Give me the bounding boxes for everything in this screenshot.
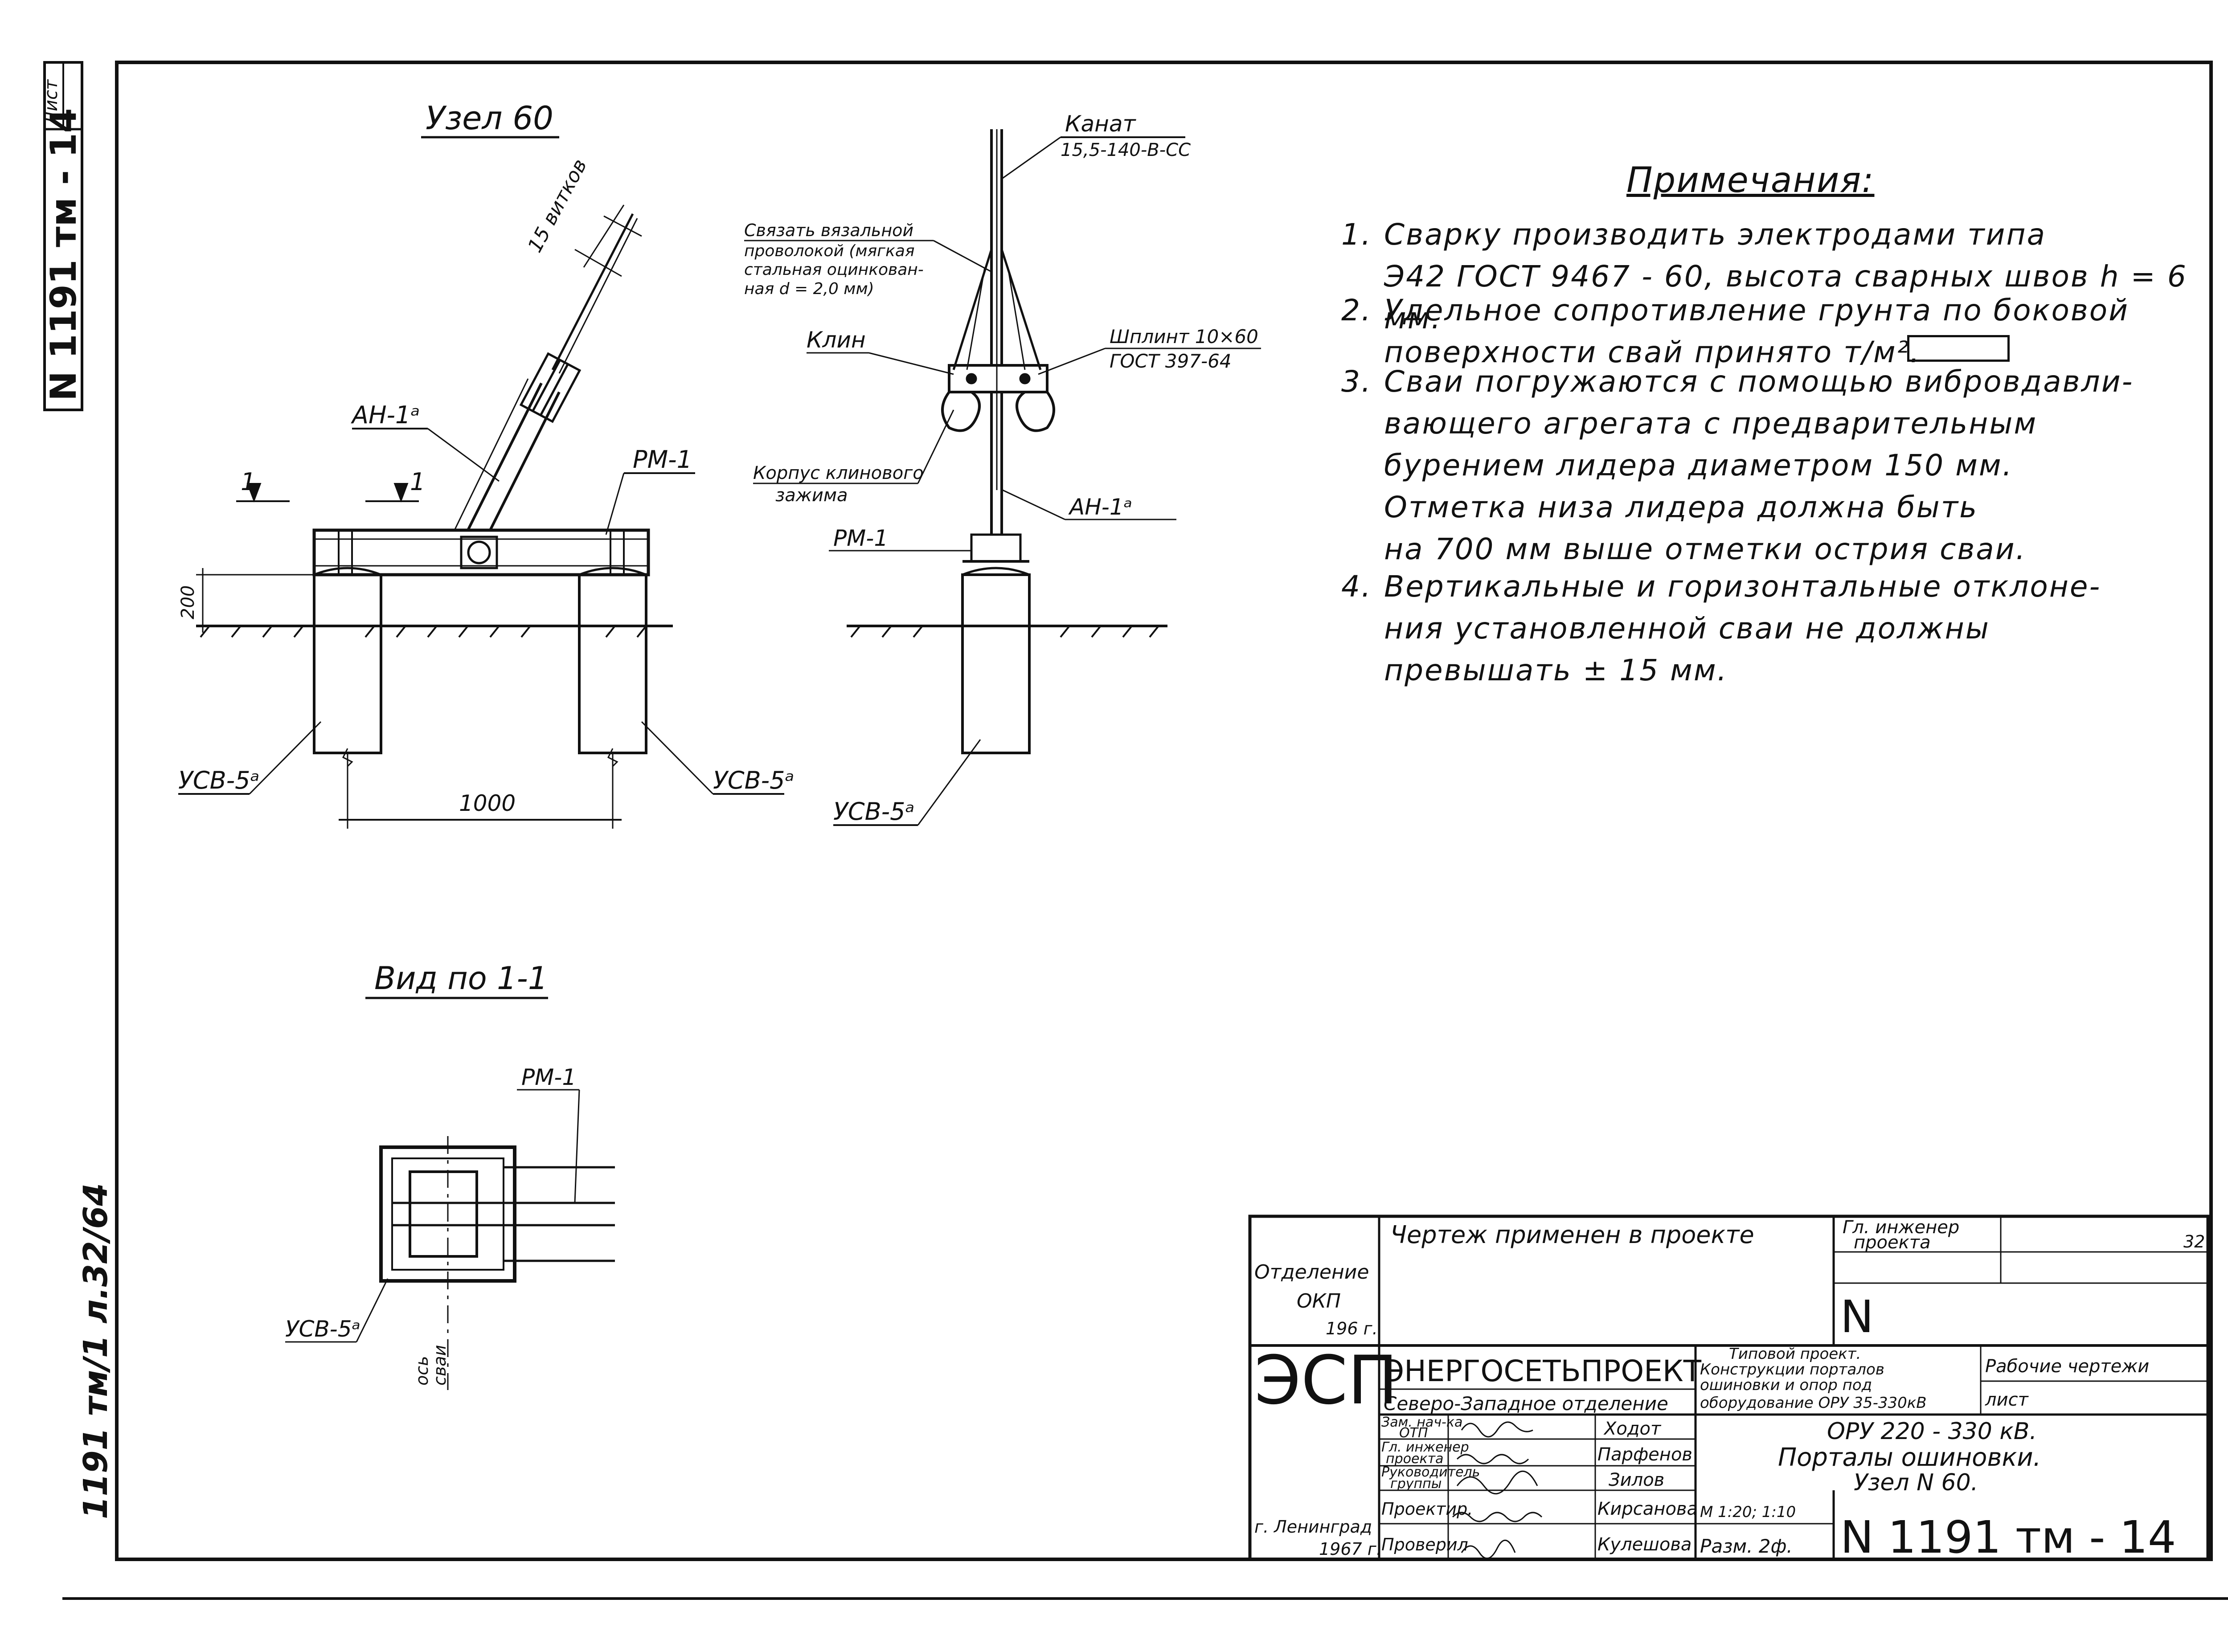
pile-side [961, 573, 1031, 754]
tb-deputy-1: Зам. нач-ка [1381, 1415, 1462, 1430]
node-60-title: Узел 60 [426, 99, 553, 137]
pile-right [578, 573, 647, 754]
tb-working-drawings: Рабочие чертежи [1985, 1356, 2149, 1377]
tb-subject-2: Порталы ошиновки. [1778, 1443, 2041, 1472]
tb-city: г. Ленинград [1254, 1517, 1372, 1537]
section-title: Вид по 1-1 [374, 960, 548, 997]
note-number: 4. [1341, 569, 1372, 604]
section-axis-2: сваи [430, 1345, 450, 1386]
tb-name-2: Парфенов [1597, 1444, 1692, 1465]
tb-chief-2: проекта [1386, 1451, 1443, 1467]
tb-chief-engineer-2: проекта [1854, 1232, 1931, 1253]
tb-name-3: Зилов [1609, 1470, 1664, 1490]
section-1-1-view: Вид по 1-1 РМ-1 УСВ-5ᵃ ось сваи [285, 960, 615, 1390]
section-mark-right: 1 [410, 468, 425, 496]
clamp-bolts [519, 352, 582, 423]
side-stamp-doc-number: N 1191 тм - 14 [43, 108, 84, 401]
turns-label: 15 витков [524, 155, 592, 257]
ground-hatch [200, 625, 647, 638]
tb-deputy-2: ОТП [1399, 1425, 1428, 1441]
label-rope: Канат [1065, 111, 1136, 137]
tb-typical-1: Типовой проект. [1729, 1345, 1861, 1363]
note-text: Сварку производить электродами типа Э42 … [1384, 217, 2187, 335]
tb-chief-1: Гл. инженер [1381, 1439, 1469, 1455]
title-block: Чертеж применен в проекте Гл. инженер пр… [1248, 1214, 2210, 1563]
tb-org-branch: Северо-Западное отделение [1384, 1393, 1668, 1415]
tb-dept-2: ОКП [1297, 1290, 1341, 1313]
notes-title: Примечания: [1626, 160, 1875, 200]
label-body-2: зажима [775, 485, 848, 506]
tb-side-number: 32 [2183, 1232, 2205, 1251]
tb-name-4: Кирсанова [1597, 1499, 1698, 1519]
note-text: Сваи погружаются с помощью вибровдавли- … [1384, 364, 2134, 566]
tb-name-5: Кулешова [1597, 1534, 1691, 1555]
tb-name-1: Ходот [1603, 1419, 1662, 1439]
tb-dept-1: Отделение [1254, 1261, 1369, 1284]
label-usv: УСВ-5ᵃ [833, 797, 915, 826]
tb-logo: ЭСП [1254, 1342, 1398, 1419]
tb-applied-in-project: Чертеж применен в проекте [1390, 1221, 1754, 1249]
tb-typical-2: Конструкции порталов [1700, 1361, 1884, 1378]
side-stamp-sheet-label: Лист [41, 79, 61, 126]
label-tie-1: Связать вязальной [744, 221, 913, 240]
tb-designed: Проектир. [1381, 1499, 1473, 1519]
margin-mark: 1191 тм/1 л.32/64 [77, 1183, 115, 1519]
tb-size: Разм. 2ф. [1700, 1535, 1793, 1557]
section-axis-1: ось [412, 1356, 432, 1386]
note-text: Вертикальные и горизонтальные отклоне- н… [1384, 569, 2101, 687]
section-label-rm1: РМ-1 [521, 1064, 576, 1090]
tb-org-name: ЭНЕРГОСЕТЬПРОЕКТ [1384, 1354, 1702, 1388]
tb-dept-year: 196 г. [1326, 1319, 1378, 1338]
tb-big-n: N [1840, 1291, 1874, 1343]
pile-left [313, 573, 382, 754]
label-rm1-left: РМ-1 [633, 446, 692, 474]
sheet-frame [115, 61, 2213, 1561]
tb-group-head-2: группы [1390, 1476, 1442, 1492]
side-stamp: Лист N 1191 тм - 14 [41, 61, 84, 411]
dim-200: 200 [178, 585, 198, 619]
tb-year: 1967 г. [1319, 1539, 1382, 1559]
label-usv-right: УСВ-5ᵃ [713, 766, 795, 794]
note-number: 3. [1341, 364, 1372, 399]
tb-subject-3: Узел N 60. [1854, 1469, 1978, 1496]
tb-chief-engineer-1: Гл. инженер [1843, 1217, 1959, 1238]
tb-checked: Проверил [1381, 1535, 1468, 1554]
label-an1: АН-1ᵃ [1068, 494, 1132, 520]
label-rm1: РМ-1 [833, 525, 888, 551]
label-body-1: Корпус клинового [753, 463, 924, 483]
tb-typical-3: ошиновки и опор под [1700, 1376, 1872, 1394]
tb-subject-1: ОРУ 220 - 330 кВ. [1827, 1418, 2037, 1445]
section-label-usv: УСВ-5ᵃ [285, 1316, 360, 1342]
label-pin-1: Шплинт 10×60 [1110, 326, 1258, 348]
beam-rm1 [312, 528, 650, 577]
note-number: 2. [1341, 293, 1372, 327]
blank-value-box [1907, 335, 2010, 362]
note-number: 1. [1341, 217, 1372, 252]
label-an1-left: АН-1ᵃ [351, 401, 420, 429]
label-rope-spec: 15,5-140-В-СС [1061, 140, 1191, 160]
side-view: Канат 15,5-140-В-СС Связать вязальной пр… [744, 111, 1261, 826]
tb-doc-number: N 1191 тм - 14 [1840, 1511, 2176, 1563]
tb-sheet-word: лист [1985, 1390, 2029, 1410]
label-tie-2: проволокой (мягкая [744, 242, 915, 260]
dim-1000: 1000 [459, 790, 516, 816]
label-tie-3: стальная оцинкован- [744, 261, 924, 279]
tb-scale: М 1:20; 1:10 [1700, 1503, 1796, 1521]
wedge-block [948, 364, 1048, 393]
label-usv-left: УСВ-5ᵃ [178, 766, 260, 794]
tb-group-head-1: Руководитель [1381, 1464, 1480, 1480]
label-pin-2: ГОСТ 397-64 [1110, 350, 1232, 372]
node-60-view: Узел 60 15 вит [178, 99, 795, 829]
label-tie-4: ная d = 2,0 мм) [744, 280, 874, 298]
note-text: Удельное сопротивление грунта по боковой… [1384, 293, 2130, 369]
label-wedge: Клин [807, 327, 866, 353]
tb-typical-4: оборудование ОРУ 35-330кВ [1700, 1394, 1927, 1412]
